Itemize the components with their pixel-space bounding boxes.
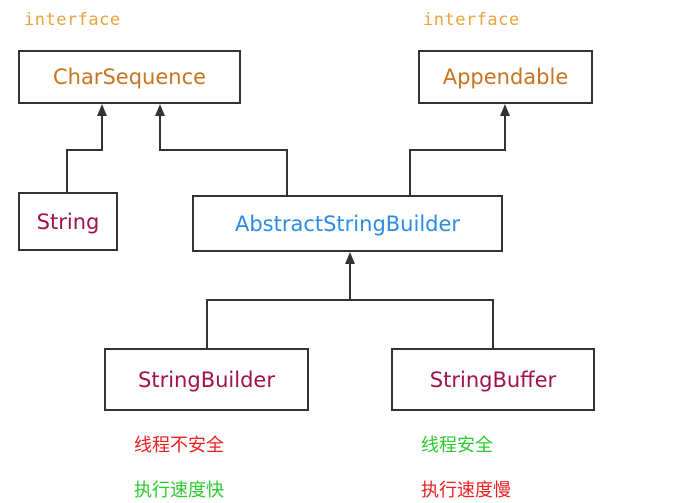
appendable-label: Appendable — [442, 65, 569, 89]
connector-stringbuffer-abstract — [350, 299, 494, 348]
charsequence-stereotype: interface — [24, 10, 121, 30]
string-builder-label: StringBuilder — [138, 367, 275, 392]
connector-string-charsequence — [66, 114, 103, 192]
string-buffer-speed-note: 执行速度慢 — [421, 480, 511, 501]
arrowhead-charsequence-right — [155, 104, 165, 116]
arrowhead-abstract — [345, 252, 355, 264]
string-builder-speed-note: 执行速度快 — [134, 480, 224, 501]
appendable-stereotype: interface — [423, 10, 520, 30]
string-builder-box: StringBuilder — [104, 348, 309, 411]
string-builder-thread-safety-note: 线程不安全 — [134, 435, 224, 456]
connector-stringbuilder-abstract — [206, 299, 350, 348]
charsequence-box: CharSequence — [18, 50, 241, 104]
string-box: String — [18, 192, 118, 251]
string-buffer-thread-safety-note: 线程安全 — [421, 435, 493, 456]
abstract-string-builder-box: AbstractStringBuilder — [192, 195, 503, 252]
connector-abstract-appendable — [409, 114, 506, 195]
abstract-string-builder-label: AbstractStringBuilder — [234, 211, 461, 236]
string-label: String — [36, 209, 100, 234]
arrowhead-charsequence-left — [97, 104, 107, 116]
string-buffer-label: StringBuffer — [429, 367, 557, 392]
arrowhead-appendable — [500, 104, 510, 116]
string-buffer-box: StringBuffer — [391, 348, 595, 411]
charsequence-label: CharSequence — [52, 65, 207, 89]
appendable-box: Appendable — [418, 50, 593, 104]
connector-abstract-charsequence — [159, 114, 288, 195]
